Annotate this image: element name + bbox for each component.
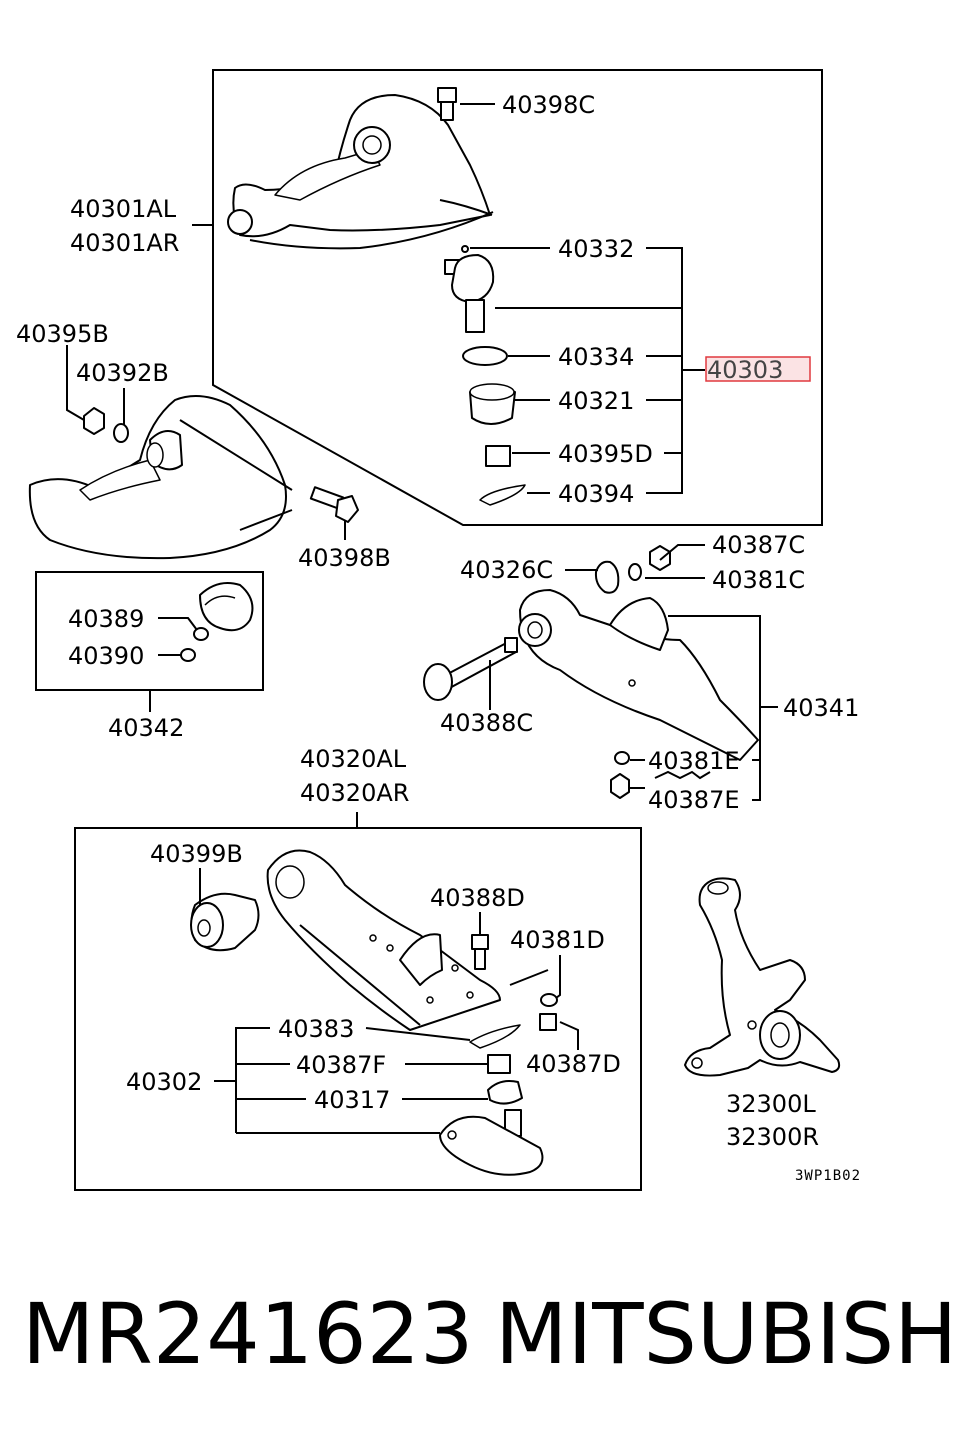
label-40388d: 40388D bbox=[430, 884, 525, 912]
washer-40381d-drawing bbox=[540, 993, 558, 1007]
nut-40387c-drawing bbox=[649, 545, 671, 571]
highlight-box-40303 bbox=[705, 356, 811, 382]
lower-arm-leaders bbox=[489, 544, 778, 801]
label-40301al: 40301AL bbox=[70, 195, 177, 223]
lower-group-leaders bbox=[199, 868, 579, 1134]
label-40301ar: 40301AR bbox=[70, 229, 179, 257]
cotter-pin-40394-drawing bbox=[479, 484, 526, 506]
bolt-40398c-drawing bbox=[437, 87, 457, 121]
label-40390: 40390 bbox=[68, 642, 144, 670]
label-40387f: 40387F bbox=[296, 1051, 386, 1079]
bolt-40388c-drawing bbox=[423, 637, 518, 701]
bushing-40399b-drawing bbox=[190, 892, 260, 952]
boot-40317-drawing bbox=[487, 1080, 523, 1105]
label-40320al: 40320AL bbox=[300, 745, 407, 773]
upper-arm-group-frame bbox=[212, 69, 823, 526]
label-40398c: 40398C bbox=[502, 91, 595, 119]
label-40387d: 40387D bbox=[526, 1050, 621, 1078]
ball-joint-40302-drawing bbox=[439, 1109, 544, 1176]
label-40320ar: 40320AR bbox=[300, 779, 409, 807]
label-40394: 40394 bbox=[558, 480, 634, 508]
ring-40334-drawing bbox=[462, 346, 508, 366]
washer-40381c-drawing bbox=[628, 563, 642, 581]
label-40326c: 40326C bbox=[460, 556, 553, 584]
nut-40387e-drawing bbox=[610, 773, 630, 799]
bushing-kit-40342-frame bbox=[35, 571, 264, 691]
label-40332: 40332 bbox=[558, 235, 634, 263]
bolt-40398b-drawing bbox=[309, 486, 359, 540]
label-40387e: 40387E bbox=[648, 786, 740, 814]
upper-arm-side-view-drawing bbox=[28, 395, 293, 560]
label-32300r: 32300R bbox=[726, 1123, 819, 1151]
label-40387c: 40387C bbox=[712, 531, 805, 559]
left-leaders bbox=[66, 345, 125, 425]
ball-joint-40332-drawing bbox=[444, 245, 495, 333]
diagram-code: 3WP1B02 bbox=[795, 1168, 861, 1184]
washer-40381e-drawing bbox=[614, 751, 630, 765]
lower-control-arm-40341-drawing bbox=[518, 589, 759, 761]
bolt-40388d-drawing bbox=[471, 934, 489, 970]
lower-arm-group-frame bbox=[74, 827, 642, 1191]
part-labels: 40398C 40301AL 40301AR 40332 40395B 4039… bbox=[16, 91, 861, 1184]
label-40392b: 40392B bbox=[76, 359, 169, 387]
label-40389: 40389 bbox=[68, 605, 144, 633]
label-40342: 40342 bbox=[108, 714, 184, 742]
label-32300l: 32300L bbox=[726, 1090, 816, 1118]
label-40381c: 40381C bbox=[712, 566, 805, 594]
label-40302: 40302 bbox=[126, 1068, 202, 1096]
label-40398b: 40398B bbox=[298, 544, 391, 572]
label-40399b: 40399B bbox=[150, 840, 243, 868]
steering-knuckle-32300-drawing bbox=[684, 877, 841, 1077]
cotter-pin-40383-drawing bbox=[469, 1024, 521, 1049]
label-40381e: 40381E bbox=[648, 747, 740, 775]
label-40395d: 40395D bbox=[558, 440, 653, 468]
label-40334: 40334 bbox=[558, 343, 634, 371]
label-40395b: 40395B bbox=[16, 320, 109, 348]
label-40317: 40317 bbox=[314, 1086, 390, 1114]
upper-control-arm-drawing bbox=[227, 94, 494, 250]
label-40303: 40303 bbox=[707, 356, 783, 384]
brand-name: MITSUBISHI bbox=[495, 1285, 960, 1383]
part-number: MR241623 bbox=[22, 1285, 474, 1383]
label-40381d: 40381D bbox=[510, 926, 605, 954]
bushing-40326c-drawing bbox=[594, 560, 620, 594]
label-40388c: 40388C bbox=[440, 709, 533, 737]
nut-40395b-drawing bbox=[83, 407, 105, 435]
dust-cover-40389-drawing bbox=[149, 582, 254, 712]
label-40383: 40383 bbox=[278, 1015, 354, 1043]
boot-40321-drawing bbox=[469, 383, 516, 425]
label-40341: 40341 bbox=[783, 694, 859, 722]
upper-group-leaders bbox=[192, 103, 705, 494]
nut-40395d-drawing bbox=[485, 445, 511, 467]
nut-40387f-drawing bbox=[487, 1054, 511, 1074]
lower-arm-40320-drawing bbox=[266, 849, 501, 1031]
washer-40392b-drawing bbox=[113, 423, 129, 443]
nut-40387d-drawing bbox=[539, 1013, 557, 1031]
label-40321: 40321 bbox=[558, 387, 634, 415]
footer: MR241623 MITSUBISHI bbox=[0, 1285, 960, 1405]
